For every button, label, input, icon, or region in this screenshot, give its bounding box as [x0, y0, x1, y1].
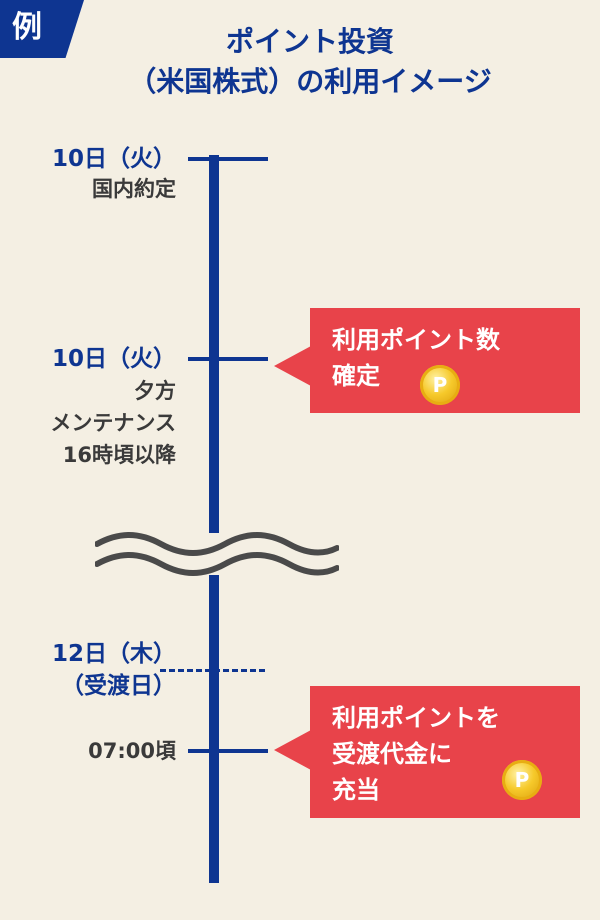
timeline-axis-lower [209, 575, 219, 883]
timeline-break-wave-icon [95, 532, 339, 576]
callout-2-line-3: 充当 [332, 776, 380, 804]
timeline-tick-order [188, 157, 268, 161]
timeline-axis-upper [209, 155, 219, 533]
event-order-date: 10日（火） [51, 146, 176, 172]
event-settlement-label: 12日（木） （受渡日） [52, 638, 176, 702]
callout-1-line-1: 利用ポイント数 [332, 326, 500, 354]
event-order-label: 10日（火） 国内約定 [52, 143, 176, 203]
event-maintenance-desc-3: 16時頃以降 [62, 443, 176, 467]
point-coin-glyph: P [514, 768, 530, 792]
event-maintenance-desc-2: メンテナンス [50, 411, 176, 435]
point-coin-icon: P [420, 365, 460, 405]
event-settlement-date: 12日（木） [51, 641, 176, 667]
diagram-title-line-2: （米国株式）の利用イメージ [128, 65, 492, 98]
example-tag-label: 例 [12, 10, 42, 45]
event-0700-time: 07:00頃 [88, 739, 176, 763]
callout-points-applied: 利用ポイントを 受渡代金に 充当 [274, 686, 580, 818]
callout-2-line-2: 受渡代金に [332, 740, 452, 768]
callout-1-line-2: 確定 [332, 362, 380, 390]
event-maintenance-desc-1: 夕方 [134, 379, 176, 403]
diagram-title: ポイント投資 （米国株式）の利用イメージ [80, 22, 540, 102]
event-order-desc: 国内約定 [92, 177, 176, 201]
event-maintenance-label: 10日（火） 夕方 メンテナンス 16時頃以降 [50, 343, 176, 471]
timeline-tick-maintenance [188, 357, 268, 361]
event-maintenance-date: 10日（火） [51, 346, 176, 372]
point-coin-glyph: P [432, 373, 448, 397]
point-coin-icon: P [502, 760, 542, 800]
timeline-tick-0700 [188, 749, 268, 753]
timeline-tick-settlement-dashed [160, 669, 265, 672]
event-0700-label: 07:00頃 [88, 735, 176, 767]
event-settlement-sub: （受渡日） [61, 673, 176, 699]
callout-2-line-1: 利用ポイントを [332, 704, 500, 732]
diagram-title-line-1: ポイント投資 [225, 25, 394, 58]
